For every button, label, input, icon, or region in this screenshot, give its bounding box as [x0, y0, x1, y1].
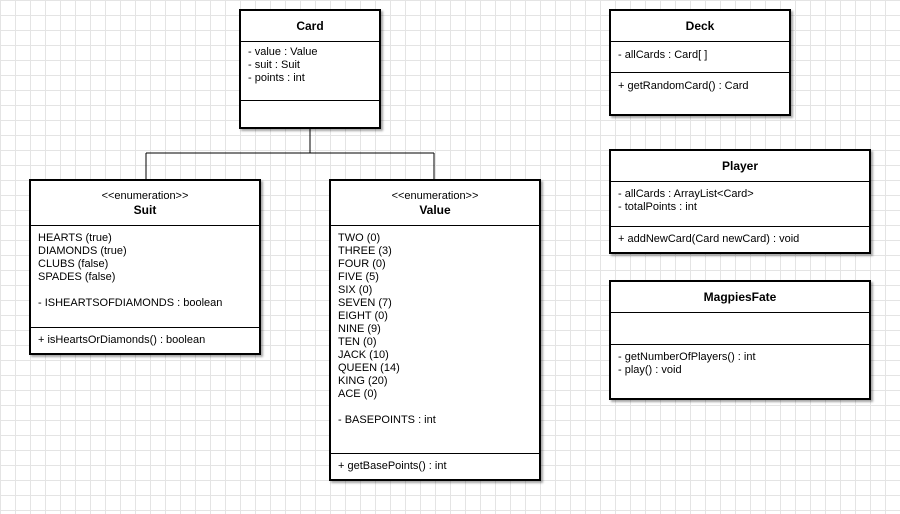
value-literal: FIVE (5): [338, 271, 379, 283]
value-enum[interactable]: <<enumeration>> Value TWO (0) THREE (3) …: [329, 179, 541, 481]
player-class[interactable]: Player - allCards : ArrayList<Card> - to…: [609, 149, 871, 254]
value-literal: TEN (0): [338, 336, 377, 348]
player-attribute: - totalPoints : int: [618, 201, 697, 213]
card-class-header: Card: [241, 11, 379, 42]
suit-literal: HEARTS (true): [38, 232, 112, 244]
deck-class-title: Deck: [685, 19, 715, 33]
value-literal: JACK (10): [338, 349, 389, 361]
value-literals: TWO (0) THREE (3) FOUR (0) FIVE (5) SIX …: [331, 226, 539, 453]
card-class[interactable]: Card - value : Value - suit : Suit - poi…: [239, 9, 381, 129]
deck-class-header: Deck: [611, 11, 789, 42]
card-attribute: - suit : Suit: [248, 59, 300, 71]
value-literal: THREE (3): [338, 245, 392, 257]
suit-enum-title: Suit: [133, 202, 157, 217]
magpiesfate-attributes: [611, 313, 869, 344]
value-operation: + getBasePoints() : int: [338, 460, 447, 472]
value-enum-header: <<enumeration>> Value: [331, 181, 539, 226]
suit-enum[interactable]: <<enumeration>> Suit HEARTS (true) DIAMO…: [29, 179, 261, 355]
card-attribute: - points : int: [248, 72, 305, 84]
card-class-title: Card: [296, 19, 324, 33]
magpiesfate-class-header: MagpiesFate: [611, 282, 869, 313]
magpiesfate-class[interactable]: MagpiesFate - getNumberOfPlayers() : int…: [609, 280, 871, 400]
deck-operations: + getRandomCard() : Card: [611, 72, 789, 97]
card-to-enum-connector: [145, 128, 435, 180]
value-literal: SIX (0): [338, 284, 373, 296]
suit-attribute: - ISHEARTSOFDIAMONDS : boolean: [38, 297, 223, 309]
suit-literal: SPADES (false): [38, 271, 116, 283]
value-literal: SEVEN (7): [338, 297, 392, 309]
deck-attribute: - allCards : Card[ ]: [618, 49, 708, 61]
value-literal: ACE (0): [338, 388, 378, 400]
suit-stereotype: <<enumeration>>: [101, 189, 189, 202]
value-operations: + getBasePoints() : int: [331, 453, 539, 477]
suit-literal: CLUBS (false): [38, 258, 109, 270]
suit-literal: DIAMONDS (true): [38, 245, 127, 257]
card-operations: [241, 100, 379, 109]
suit-operation: + isHeartsOrDiamonds() : boolean: [38, 334, 206, 346]
value-literal: NINE (9): [338, 323, 381, 335]
magpiesfate-operation: - play() : void: [618, 364, 682, 376]
deck-class[interactable]: Deck - allCards : Card[ ] + getRandomCar…: [609, 9, 791, 116]
suit-literals: HEARTS (true) DIAMONDS (true) CLUBS (fal…: [31, 226, 259, 327]
value-attribute: - BASEPOINTS : int: [338, 414, 436, 426]
player-attribute: - allCards : ArrayList<Card>: [618, 188, 754, 200]
value-literal: FOUR (0): [338, 258, 386, 270]
suit-enum-header: <<enumeration>> Suit: [31, 181, 259, 226]
magpiesfate-operation: - getNumberOfPlayers() : int: [618, 351, 756, 363]
value-literal: QUEEN (14): [338, 362, 400, 374]
player-operation: + addNewCard(Card newCard) : void: [618, 233, 800, 245]
magpiesfate-class-title: MagpiesFate: [703, 290, 777, 304]
value-stereotype: <<enumeration>>: [391, 189, 479, 202]
value-literal: EIGHT (0): [338, 310, 388, 322]
card-attribute: - value : Value: [248, 46, 318, 58]
card-attributes: - value : Value - suit : Suit - points :…: [241, 42, 379, 100]
player-class-title: Player: [721, 159, 759, 173]
deck-attributes: - allCards : Card[ ]: [611, 42, 789, 72]
player-attributes: - allCards : ArrayList<Card> - totalPoin…: [611, 182, 869, 226]
magpiesfate-operations: - getNumberOfPlayers() : int - play() : …: [611, 344, 869, 381]
deck-operation: + getRandomCard() : Card: [618, 80, 749, 92]
player-class-header: Player: [611, 151, 869, 182]
value-enum-title: Value: [419, 202, 451, 217]
value-literal: KING (20): [338, 375, 388, 387]
player-operations: + addNewCard(Card newCard) : void: [611, 226, 869, 250]
suit-operations: + isHeartsOrDiamonds() : boolean: [31, 327, 259, 351]
value-literal: TWO (0): [338, 232, 381, 244]
